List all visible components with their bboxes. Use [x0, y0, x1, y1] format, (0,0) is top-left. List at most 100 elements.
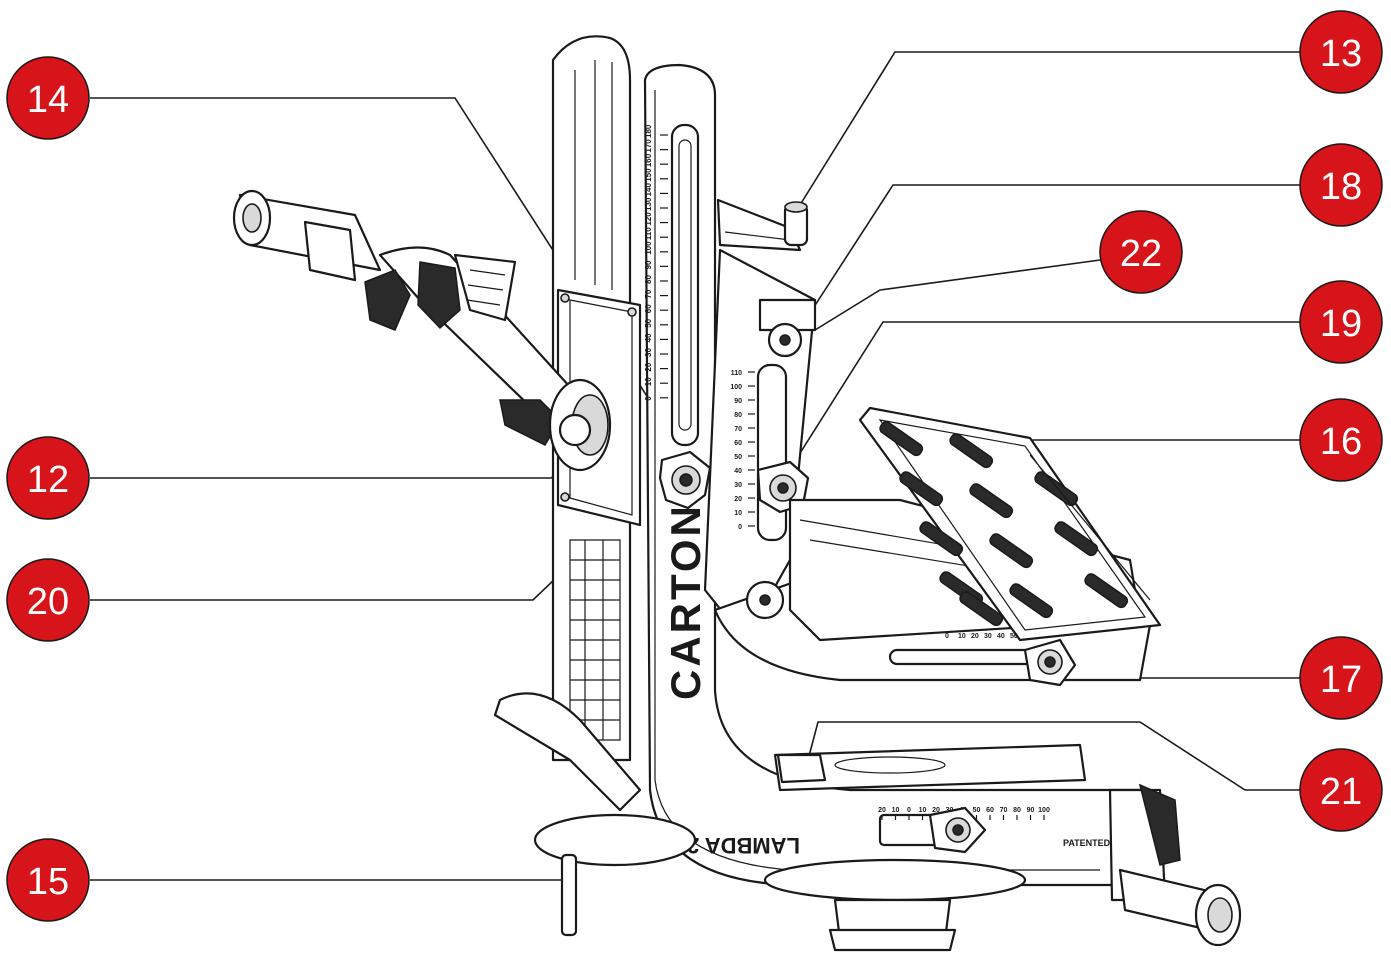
vertical-scale-label: 60 — [644, 304, 653, 313]
callout-16-label: 16 — [1320, 421, 1362, 463]
base-lock-knob[interactable] — [928, 806, 987, 854]
base-scale-label: 80 — [1013, 807, 1021, 814]
upright-lock-knob[interactable] — [658, 450, 712, 510]
patent-engraving: PATENTED — [1063, 838, 1111, 848]
callout-14-badge — [6, 56, 90, 140]
plate-pad — [899, 471, 944, 507]
plate-pad — [969, 483, 1014, 519]
vertical-scale-label: 130 — [644, 197, 653, 211]
callout-13-label: 13 — [1320, 33, 1362, 75]
vertical-scale-label: 80 — [644, 275, 653, 284]
base-scale-label: 20 — [878, 807, 886, 814]
tilt-scale-label: 60 — [734, 440, 742, 447]
callout-22-badge — [1099, 210, 1183, 294]
callout-12-label: 12 — [27, 459, 69, 501]
callout-16: 16 — [1299, 398, 1383, 482]
top-knob[interactable] — [716, 198, 809, 252]
vertical-scale-label: 40 — [644, 333, 653, 342]
vertical-scale-label: 90 — [644, 260, 653, 269]
base-scale-label: 10 — [892, 807, 900, 814]
callout-12: 12 — [6, 436, 90, 520]
leader-18 — [811, 184, 1300, 311]
tilt-scale-label: 80 — [734, 412, 742, 419]
callout-14-label: 14 — [27, 79, 69, 121]
plate-scale-label: 30 — [984, 633, 992, 640]
model-engraving: LAMBDA 25 — [675, 833, 800, 858]
vertical-scale-label: 140 — [644, 183, 653, 197]
plate-pads — [879, 421, 1129, 627]
side-arm-clamp-knob[interactable] — [499, 378, 612, 472]
base-slide: 20100102030405060708090100 — [773, 743, 1087, 847]
plate-scale-label: 40 — [997, 633, 1005, 640]
plate-pad — [879, 421, 924, 457]
callout-13-badge — [1299, 10, 1383, 94]
vertical-scale-label: 170 — [644, 139, 653, 153]
leader-12 — [90, 454, 561, 479]
callout-12-badge — [6, 436, 90, 520]
vertical-scale: 1801701601501401301201101009080706050403… — [644, 124, 668, 401]
callout-21: 21 — [1299, 748, 1383, 832]
tilt-scale-label: 90 — [734, 398, 742, 405]
tilt-scale-label: 70 — [734, 426, 742, 433]
vertical-scale-label: 0 — [644, 396, 653, 401]
front-handle — [1108, 783, 1242, 947]
vertical-scale-label: 20 — [644, 362, 653, 371]
callout-20: 20 — [6, 558, 90, 642]
vertical-scale-label: 110 — [644, 227, 653, 240]
tilt-scale-label: 30 — [734, 482, 742, 489]
vertical-scale-label: 50 — [644, 318, 653, 327]
callout-18: 18 — [1299, 143, 1383, 227]
side-pan-bar — [493, 692, 697, 937]
plate-scale-label: 20 — [971, 633, 979, 640]
tilt-scale-label: 40 — [734, 468, 742, 475]
callout-15-label: 15 — [27, 861, 69, 903]
tilt-scale-label: 50 — [734, 454, 742, 461]
callout-20-label: 20 — [27, 581, 69, 623]
vertical-scale-label: 180 — [644, 124, 653, 138]
callout-18-badge — [1299, 143, 1383, 227]
vertical-scale-label: 160 — [644, 153, 653, 167]
base-scale-label: 70 — [1000, 807, 1008, 814]
plate-pad — [1054, 521, 1099, 557]
leader-19 — [782, 321, 1300, 481]
camera-plate — [858, 406, 1162, 642]
callout-15-badge — [6, 838, 90, 922]
tilt-scale-label: 100 — [730, 384, 742, 391]
plate-lock-knob[interactable] — [1023, 638, 1077, 687]
plate-pad — [959, 591, 1004, 627]
vertical-scale-label: 30 — [644, 348, 653, 357]
base-scale-label: 60 — [986, 807, 994, 814]
vertical-scale-label: 10 — [644, 377, 653, 386]
base-scale-label: 20 — [932, 807, 940, 814]
vertical-scale-label: 70 — [644, 289, 653, 298]
callout-17: 17 — [1299, 636, 1383, 720]
callout-21-label: 21 — [1320, 771, 1362, 813]
tilt-scale-label: 0 — [738, 524, 742, 531]
callout-20-badge — [6, 558, 90, 642]
base-scale-label: 10 — [919, 807, 927, 814]
plate-scale-label: 50 — [1010, 633, 1018, 640]
side-arm-wing-knob-upper[interactable] — [364, 261, 461, 331]
plate-scale-label: 10 — [958, 633, 966, 640]
callout-15: 15 — [6, 838, 90, 922]
base-scale-label: 90 — [1027, 807, 1035, 814]
callout-19: 19 — [1299, 280, 1383, 364]
plate-pad — [1009, 583, 1054, 619]
tilt-scale-label: 10 — [734, 510, 742, 517]
base-disc — [763, 858, 1027, 952]
callout-13: 13 — [1299, 10, 1383, 94]
callout-21-badge — [1299, 748, 1383, 832]
callout-18-label: 18 — [1320, 166, 1362, 208]
plate-pad — [1034, 471, 1079, 507]
base-scale-label: 100 — [1038, 807, 1050, 814]
base-scale-label: 50 — [973, 807, 981, 814]
callout-19-badge — [1299, 280, 1383, 364]
plate-pad — [919, 521, 964, 557]
callout-17-label: 17 — [1320, 659, 1362, 701]
callout-19-label: 19 — [1320, 303, 1362, 345]
plate-scale: 0 10 20 30 40 50 — [945, 633, 1018, 640]
plate-scale-label: 0 — [945, 633, 949, 640]
